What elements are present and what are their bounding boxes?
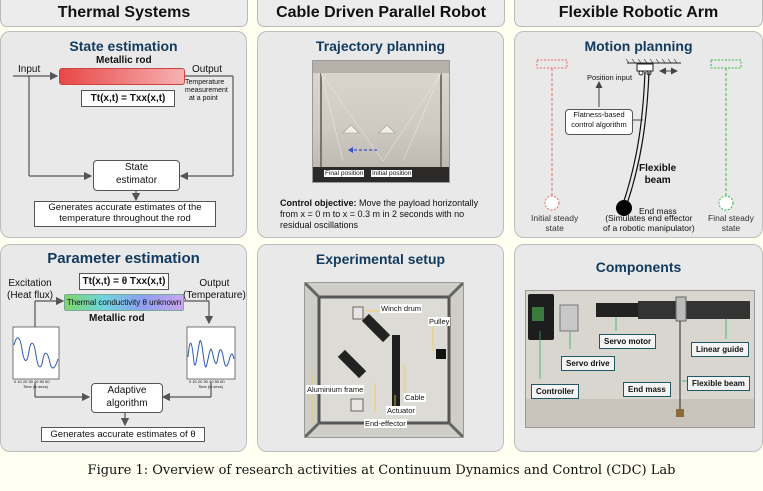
excitation-ticks: 0 10 20 30 40 50 60 [14, 379, 50, 384]
aluminium-frame-label: Aluminium frame [306, 385, 365, 394]
servo-motor-label: Servo motor [599, 334, 657, 349]
state-estimation-title: State estimation [69, 38, 178, 54]
parameter-estimation-title: Parameter estimation [47, 250, 200, 267]
motion-title: Motion planning [584, 38, 693, 54]
figure-caption: Figure 1: Overview of research activitie… [87, 463, 676, 478]
position-input-label: Position input [587, 73, 633, 82]
temperature-measurement-label: Temperature measurement at a point [185, 79, 228, 102]
output-ticks: 0 10 20 30 40 50 60 [189, 379, 225, 384]
panel-motion-planning: Motion planning Po [514, 31, 763, 238]
winch-drum-label: Winch drum [380, 304, 423, 313]
linear-guide-label: Linear guide [691, 342, 749, 357]
trajectory-photo [312, 60, 450, 183]
flatness-control-box: Flatness-based control algorithm [565, 109, 633, 135]
state-estimation-arrows [13, 71, 234, 202]
thermal-conductivity-bar: Thermal conductivity θ unknown [64, 294, 184, 311]
final-state-label: Final steady state [708, 213, 754, 233]
output-label: Output [192, 64, 223, 75]
experimental-title: Experimental setup [315, 251, 446, 267]
initial-position-label: Initial position [371, 170, 413, 177]
experimental-photo-drawing [305, 283, 463, 437]
rod-label: Metallic rod [96, 55, 152, 66]
input-label: Input [18, 64, 41, 75]
motion-planning-drawing [536, 58, 742, 216]
pulley-label: Pulley [428, 317, 451, 326]
parameter-result-box: Generates accurate estimates of θ [41, 427, 205, 442]
parameter-equation-box: Tt(x,t) = θ Txx(x,t) [79, 273, 169, 290]
flexible-beam-label: Flexible beam [639, 163, 677, 186]
components-title: Components [595, 259, 682, 275]
excitation-label: Excitation (Heat flux) [7, 278, 54, 301]
end-mass-component-label: End mass [623, 382, 671, 397]
header-thermal-systems: Thermal Systems [0, 0, 248, 27]
excitation-axis-label: Time (in secs) [23, 384, 48, 389]
output-axis-label: Time (in secs) [198, 384, 223, 389]
end-mass-label: End mass [639, 206, 677, 216]
trajectory-photo-drawing [313, 61, 449, 182]
flexible-beam-component-label: Flexible beam [687, 376, 750, 391]
param-rod-label: Metallic rod [89, 313, 145, 324]
components-photo [525, 290, 755, 428]
panel-state-estimation: State estimation Input Metallic rod Outp… [0, 31, 247, 238]
controller-label: Controller [531, 384, 580, 399]
trajectory-title: Trajectory planning [315, 38, 446, 54]
panel-trajectory-planning: Trajectory planning Final position Initi… [257, 31, 504, 238]
adaptive-algorithm-box: Adaptive algorithm [91, 383, 163, 413]
cable-label: Cable [404, 393, 426, 402]
output-temperature-label: Output (Temperature) [183, 278, 246, 301]
panel-parameter-estimation: Parameter estimation Tt(x,t) = θ Txx(x,t… [0, 244, 247, 452]
end-effector-label: End-effector [364, 419, 407, 428]
actuator-label: Actuator [386, 406, 416, 415]
panel-components: Components Servo motor Servo drive Linea… [514, 244, 763, 452]
end-mass-description: (Simulates end effector of a robotic man… [603, 213, 695, 233]
parameter-estimation-arrows [12, 296, 236, 427]
state-estimator-box: State estimator [93, 160, 180, 191]
servo-drive-label: Servo drive [561, 356, 615, 371]
heat-equation-box: Tt(x,t) = Txx(x,t) [81, 90, 175, 107]
state-result-box: Generates accurate estimates of the temp… [34, 201, 216, 227]
header-flexible-arm: Flexible Robotic Arm [514, 0, 763, 27]
final-position-label: Final position [324, 170, 365, 177]
metallic-rod-bar [59, 68, 185, 85]
control-objective: Control objective: Move the payload hori… [280, 198, 479, 230]
initial-state-label: Initial steady state [531, 213, 579, 233]
panel-experimental-setup: Experimental setup Winch drum Pulley Alu… [257, 244, 504, 452]
header-cable-robot: Cable Driven Parallel Robot [257, 0, 505, 27]
